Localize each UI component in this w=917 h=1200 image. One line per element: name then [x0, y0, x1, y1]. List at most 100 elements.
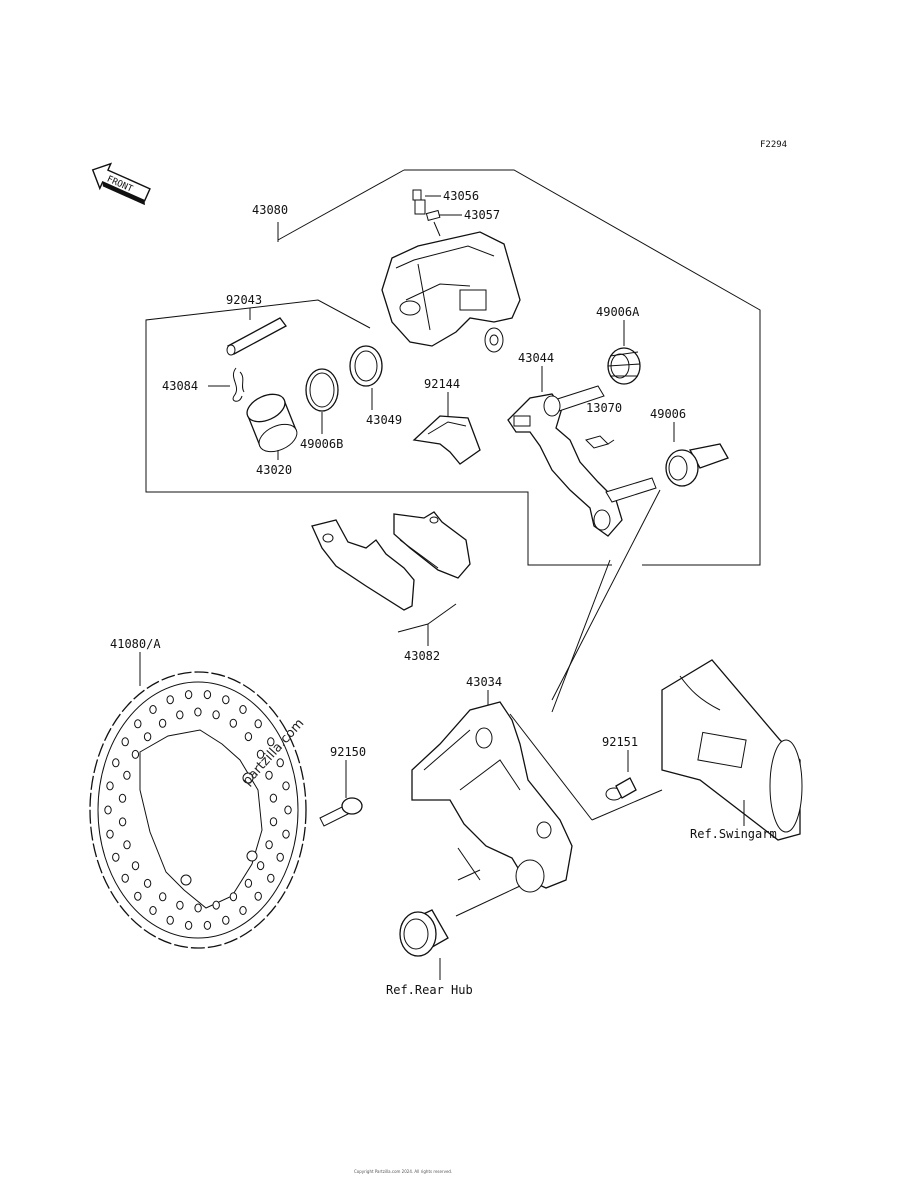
- disc-hole: [118, 817, 127, 827]
- disc-hole: [244, 878, 253, 888]
- disc-hole: [194, 707, 202, 717]
- disc-hole: [276, 758, 284, 768]
- bracket-bolt-92151: [605, 777, 637, 801]
- label-49006A: 49006A: [596, 305, 640, 319]
- disc-hole: [149, 906, 157, 915]
- disc-hole: [166, 915, 174, 925]
- label-92043: 92043: [226, 293, 262, 307]
- disc-hole: [184, 690, 193, 700]
- disc-hole: [239, 705, 247, 714]
- disc-hole: [276, 852, 284, 862]
- figure-code: F2294: [760, 140, 787, 150]
- disc-bolt-92150: [319, 797, 363, 827]
- caliper-bracket-43034: [411, 701, 573, 893]
- disc-hole: [254, 891, 262, 901]
- disc-hole: [239, 906, 247, 915]
- brake-disc-41080A: [89, 671, 307, 949]
- boot-49006: [665, 443, 729, 487]
- disc-hole: [212, 900, 220, 910]
- disc-hole: [176, 710, 184, 720]
- disc-hole: [166, 695, 174, 705]
- disc-hole: [229, 718, 238, 728]
- label-43084: 43084: [162, 379, 198, 393]
- label-92150: 92150: [330, 745, 366, 759]
- disc-hole: [121, 737, 129, 747]
- disc-hole: [131, 861, 140, 871]
- caliper-assembly-outline: [404, 169, 761, 566]
- label-92151: 92151: [602, 735, 638, 749]
- disc-hole: [267, 737, 275, 747]
- disc-hole: [159, 892, 167, 902]
- disc-hole: [229, 892, 238, 902]
- disc-hole: [176, 900, 184, 910]
- disc-hole: [265, 770, 273, 780]
- disc-hole: [131, 749, 140, 759]
- label-43034: 43034: [466, 675, 502, 689]
- boot-49006A: [607, 347, 641, 385]
- label-43082: 43082: [404, 649, 440, 663]
- label-ref-rear-hub: Ref.Rear Hub: [386, 983, 473, 997]
- disc-hole: [134, 719, 142, 729]
- label-49006B: 49006B: [300, 437, 343, 451]
- disc-hole: [106, 829, 114, 839]
- label-13070: 13070: [586, 401, 622, 415]
- disc-hole: [203, 690, 212, 700]
- disc-hole: [112, 852, 120, 862]
- disc-hole: [265, 840, 273, 850]
- label-49006: 49006: [650, 407, 686, 421]
- label-43080: 43080: [252, 203, 288, 217]
- assembly-leader-lines: [455, 489, 663, 917]
- label-43020: 43020: [256, 463, 292, 477]
- label-43049: 43049: [366, 413, 402, 427]
- caliper-body: [381, 231, 521, 353]
- bleeder-valve-43056: [412, 189, 441, 215]
- disc-hole: [184, 920, 193, 930]
- disc-hole: [123, 840, 131, 850]
- piston-43020: [246, 393, 298, 453]
- disc-hole: [118, 793, 127, 803]
- disc-hole: [143, 732, 152, 742]
- disc-hole: [149, 705, 157, 714]
- bleeder-cap-43057: [425, 209, 462, 237]
- disc-hole: [254, 719, 262, 729]
- disc-hole: [212, 710, 220, 720]
- disc-hole: [244, 732, 253, 742]
- disc-hole: [203, 920, 212, 930]
- rear-hub-collar: [399, 909, 449, 957]
- disc-hole: [282, 829, 290, 839]
- disc-hole: [106, 781, 114, 791]
- pad-spring-92144: [412, 415, 481, 465]
- disc-hole: [282, 781, 290, 791]
- disc-hole: [194, 903, 202, 913]
- disc-hole: [143, 878, 152, 888]
- disc-hole: [104, 805, 112, 815]
- label-43057: 43057: [464, 208, 500, 222]
- disc-hole: [269, 817, 278, 827]
- disc-hole: [284, 805, 292, 815]
- disc-hole: [222, 915, 230, 925]
- disc-hole: [269, 793, 278, 803]
- label-ref-swingarm: Ref.Swingarm: [690, 827, 777, 841]
- label-92144: 92144: [424, 377, 460, 391]
- disc-hole: [134, 891, 142, 901]
- disc-hole: [256, 749, 265, 759]
- seal-49006B: [305, 368, 339, 412]
- front-arrow-icon: FRONT: [91, 162, 151, 206]
- swingarm-reference: [661, 659, 803, 841]
- label-43056: 43056: [443, 189, 479, 203]
- disc-hole: [121, 873, 129, 883]
- disc-hole: [222, 695, 230, 705]
- brake-pads-43082: [311, 511, 471, 611]
- disc-hole: [267, 873, 275, 883]
- disc-hole: [112, 758, 120, 768]
- seal-43049: [349, 345, 383, 387]
- caliper-bracket-43044: [507, 385, 657, 537]
- disc-hole: [123, 770, 131, 780]
- caliper-pin-92043: [226, 317, 287, 356]
- disc-hole: [256, 861, 265, 871]
- pad-retainer-13070: [585, 435, 615, 449]
- clip-43084: [232, 367, 245, 402]
- label-43044: 43044: [518, 351, 554, 365]
- label-41080A: 41080/A: [110, 637, 161, 651]
